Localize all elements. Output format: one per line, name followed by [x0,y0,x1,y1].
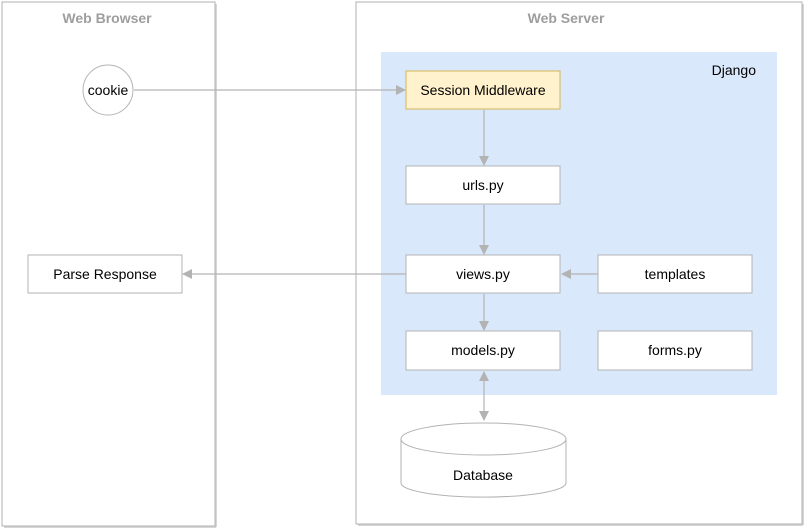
lane-title-web-server: Web Server [528,10,605,26]
node-forms-label: forms.py [648,342,702,358]
node-session-middleware-label: Session Middleware [420,82,545,98]
node-views-label: views.py [456,266,510,282]
node-database-label: Database [453,467,513,483]
node-models[interactable]: models.py [405,330,561,371]
node-parse-response[interactable]: Parse Response [27,254,183,294]
django-region-title: Django [712,62,757,78]
node-models-label: models.py [451,342,515,358]
node-database[interactable]: Database [400,422,567,498]
node-cookie-label: cookie [88,82,129,98]
node-templates[interactable]: templates [597,254,753,294]
node-templates-label: templates [645,266,706,282]
edges [134,85,598,421]
node-views[interactable]: views.py [405,254,561,294]
node-urls-label: urls.py [462,177,503,193]
node-parse-response-label: Parse Response [53,266,157,282]
node-session-middleware[interactable]: Session Middleware [405,70,561,110]
node-forms[interactable]: forms.py [597,330,753,371]
lane-title-web-browser: Web Browser [62,10,152,26]
node-urls[interactable]: urls.py [405,165,561,205]
node-cookie[interactable]: cookie [82,64,134,116]
